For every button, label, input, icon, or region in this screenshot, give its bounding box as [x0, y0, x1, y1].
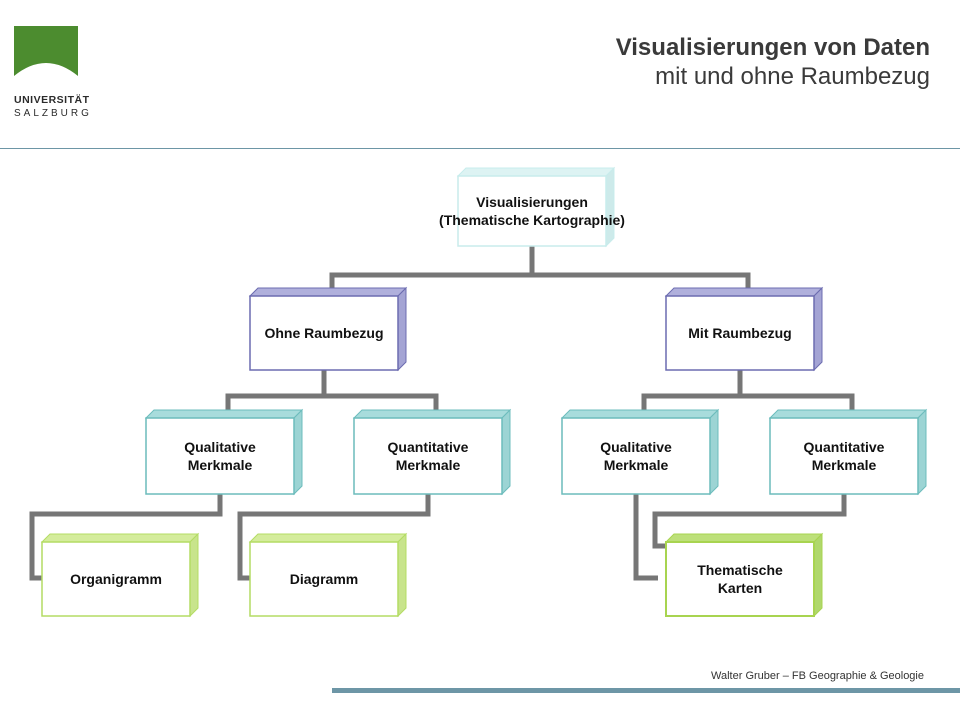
footer-author: Walter Gruber – FB Geographie & Geologie — [711, 670, 924, 682]
logo-text-universitaet: UNIVERSITÄT — [14, 94, 90, 106]
connector-organigramm — [29, 494, 223, 581]
node-root-visualisierungen: Visualisierungen (Thematische Kartograph… — [439, 194, 625, 228]
header-divider — [0, 148, 960, 149]
slide-title: Visualisierungen von Daten mit und ohne … — [616, 34, 930, 92]
left-qualitative-box — [144, 408, 304, 496]
node-left-qualitative-merkmale: Qualitative Merkmale — [184, 439, 256, 473]
node-diagramm: Diagramm — [289, 571, 359, 587]
footer-accent-bar — [332, 688, 960, 693]
node-right-quantitative-merkmale: Quantitative Merkmale — [803, 439, 885, 473]
university-logo: UNIVERSITÄT SALZBURG — [14, 26, 89, 122]
node-right-qualitative-merkmale: Qualitative Merkmale — [600, 439, 672, 473]
university-logo-mark — [14, 26, 78, 90]
node-thematische-karten: Thematische Karten — [697, 562, 783, 596]
root-node-box — [456, 166, 616, 248]
organigramm-box — [40, 532, 200, 618]
thematische-karten-box — [664, 532, 824, 618]
title-line-1: Visualisierungen von Daten — [615, 34, 930, 61]
left-quantitative-box — [352, 408, 512, 496]
connector-right-children — [641, 393, 855, 410]
connector-root-left — [329, 272, 751, 295]
connector-diagramm — [237, 494, 431, 581]
logo-text-salzburg: SALZBURG — [14, 108, 92, 119]
connector-karten-quant — [652, 494, 847, 549]
node-ohne-raumbezug: Ohne Raumbezug — [264, 325, 384, 341]
connector-left-children — [225, 393, 439, 410]
right-quantitative-box — [768, 408, 928, 496]
title-line-2: mit und ohne Raumbezug — [655, 63, 930, 90]
mit-raumbezug-box — [664, 286, 824, 372]
right-qualitative-box — [560, 408, 720, 496]
diagramm-box — [248, 532, 408, 618]
node-mit-raumbezug: Mit Raumbezug — [688, 325, 792, 341]
node-left-quantitative-merkmale: Quantitative Merkmale — [387, 439, 469, 473]
node-organigramm: Organigramm — [70, 571, 162, 587]
ohne-raumbezug-box — [248, 286, 408, 372]
connector-karten-qual — [633, 494, 658, 581]
